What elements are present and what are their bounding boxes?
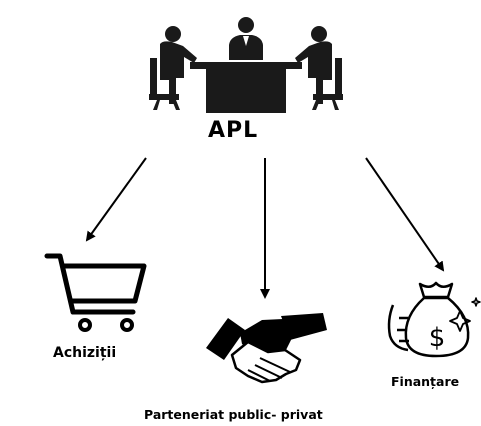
parteneriat-label: Parteneriat public- privat [144,407,323,422]
handshake-icon [206,313,327,384]
arrow-to-achizitii [85,157,147,242]
shopping-cart-icon [44,253,147,332]
arrow-to-finantare [365,157,445,272]
svg-text:$: $ [429,323,446,353]
achizitii-label: Achiziții [53,345,117,361]
business-meeting-icon [149,17,343,113]
finantare-label: Finanțare [391,374,460,389]
apl-label: APL [208,118,259,143]
money-bag-icon: $ [387,281,481,358]
